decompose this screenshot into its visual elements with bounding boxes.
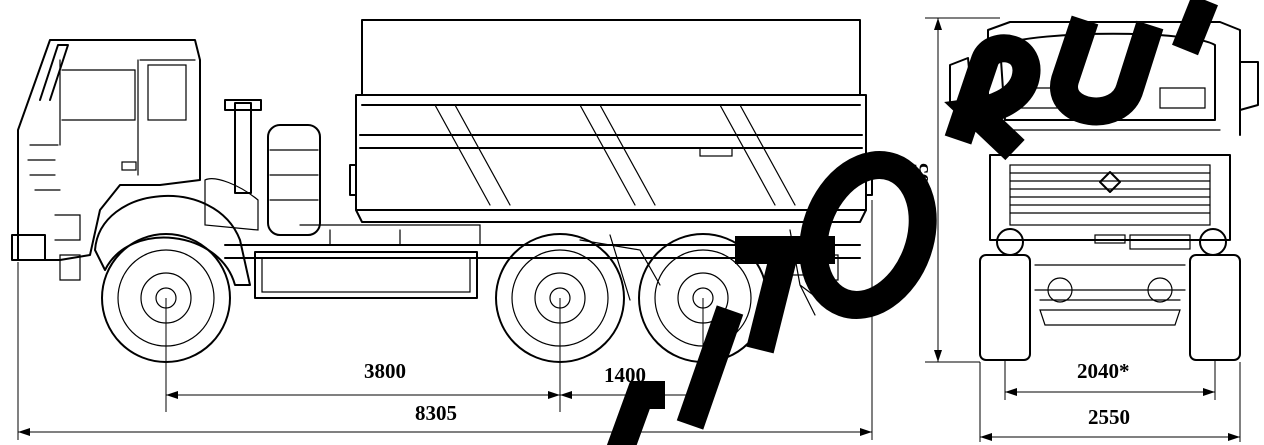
dim-label-2040: 2040* [1077, 359, 1130, 383]
front-fender [94, 195, 251, 286]
dimension-2040: 2040* [1005, 359, 1215, 396]
dimension-2550: 2550 [980, 405, 1240, 441]
side-view: 3800 1400 8305 [11, 19, 873, 440]
dimension-8305: 8305 [18, 401, 872, 436]
dim-label-3800: 3800 [364, 359, 406, 383]
front-tires [979, 254, 1241, 361]
dim-label-8305: 8305 [415, 401, 457, 425]
dimension-3800: 3800 [166, 359, 560, 399]
dim-label-2550: 2550 [1088, 405, 1130, 429]
dump-body [349, 19, 873, 223]
cab [11, 39, 201, 281]
watermark-logo [606, 0, 1218, 445]
grille [989, 154, 1231, 250]
exhaust-and-filter [204, 99, 321, 236]
front-view: 3205 2040* 2550 [909, 17, 1259, 442]
headlights [996, 228, 1227, 256]
